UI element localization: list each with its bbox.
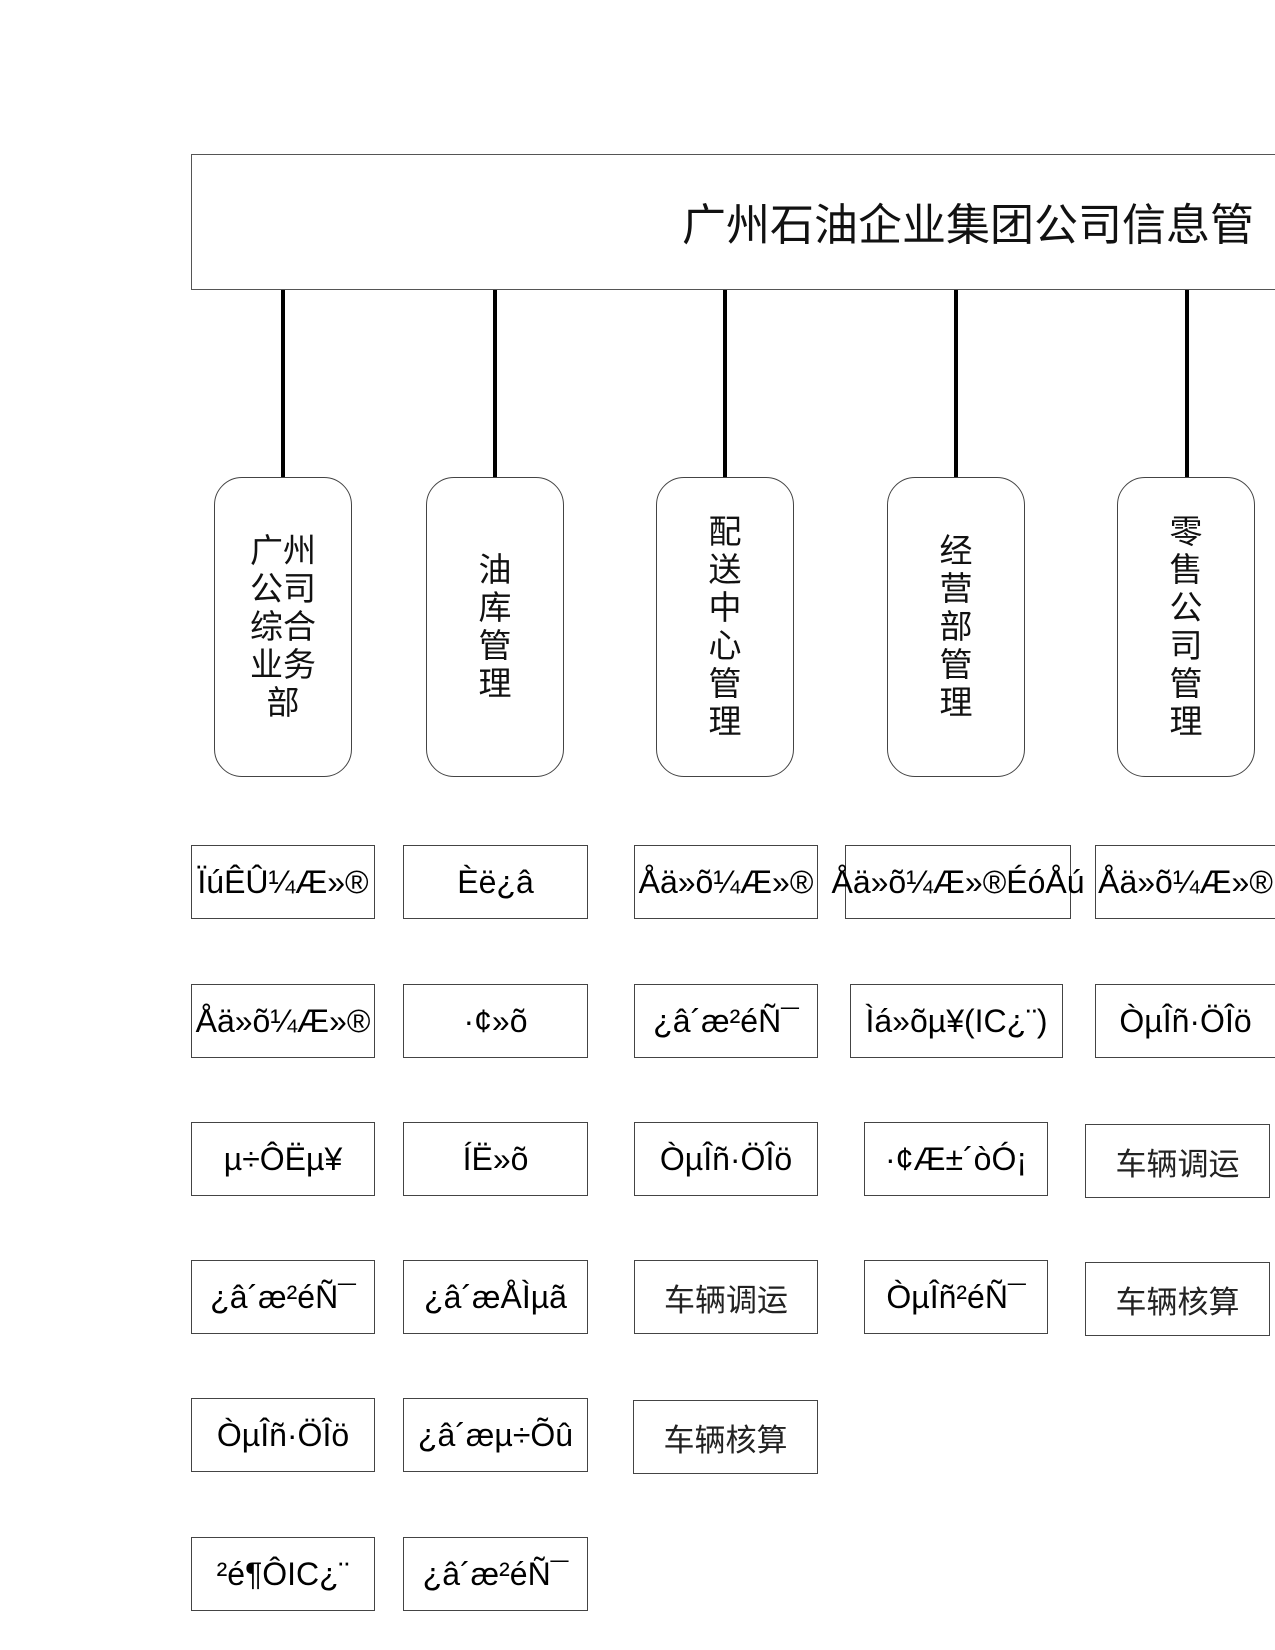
function-node: ²é¶ÔIC¿¨ xyxy=(191,1537,375,1611)
node-label: µ÷ÔËµ¥ xyxy=(223,1140,343,1177)
node-label: ÒµÎñ²éÑ¯ xyxy=(886,1278,1026,1315)
function-node: Èë¿â xyxy=(403,845,588,919)
node-label: Åä»õ¼Æ»® xyxy=(638,863,814,900)
node-label: 车辆核算 xyxy=(663,1422,788,1459)
node-label: ¿â´æ²éÑ¯ xyxy=(210,1278,356,1315)
node-label: Åä»õ¼Æ»®ÉóÅú xyxy=(831,863,1085,900)
function-node: ÍË»õ xyxy=(403,1122,588,1196)
function-node: Åä»õ¼Æ»®ÉóÅú xyxy=(831,845,1085,919)
function-node: ¿â´æ²éÑ¯ xyxy=(634,984,818,1058)
dept-box-general-affairs: 广州公司综合业务部 xyxy=(214,477,352,777)
function-node: ·¢Æ±´òÓ¡ xyxy=(864,1122,1048,1196)
node-label: ¿â´æµ÷Õû xyxy=(417,1416,574,1453)
dept-label: 油库管理 xyxy=(478,550,512,703)
connector-line-1 xyxy=(281,290,285,478)
node-label: 车辆核算 xyxy=(1115,1284,1240,1321)
function-node: 车辆核算 xyxy=(1085,1262,1270,1336)
node-label: ÒµÎñ·ÖÎö xyxy=(659,1140,793,1177)
function-node: ¿â´æ²éÑ¯ xyxy=(191,1260,375,1334)
function-node: µ÷ÔËµ¥ xyxy=(191,1122,375,1196)
connector-line-3 xyxy=(723,290,727,478)
node-label: ·¢»õ xyxy=(463,1002,528,1039)
node-label: ÒµÎñ·ÖÎö xyxy=(1119,1002,1252,1039)
system-title-box: 广州石油企业集团公司信息管 xyxy=(191,154,1275,290)
node-label: ¿â´æ²éÑ¯ xyxy=(653,1002,799,1039)
node-label: ²é¶ÔIC¿¨ xyxy=(216,1555,350,1592)
function-node: ÒµÎñ·ÖÎö xyxy=(634,1122,818,1196)
dept-label: 配送中心管理 xyxy=(708,512,742,741)
node-label: 车辆调运 xyxy=(664,1282,788,1319)
system-title: 广州石油企业集团公司信息管 xyxy=(682,200,1254,251)
dept-box-oil-depot: 油库管理 xyxy=(426,477,564,777)
function-node: 车辆调运 xyxy=(1085,1124,1270,1198)
function-node: ÏúÊÛ¼Æ»® xyxy=(191,845,375,919)
function-node: Åä»õ¼Æ»® xyxy=(1095,845,1275,919)
node-label: 车辆调运 xyxy=(1115,1146,1240,1183)
function-node: ·¢»õ xyxy=(403,984,588,1058)
function-node: ¿â´æµ÷Õû xyxy=(403,1398,588,1472)
node-label: ÍË»õ xyxy=(462,1140,529,1177)
dept-box-distribution-center: 配送中心管理 xyxy=(656,477,794,777)
connector-line-5 xyxy=(1185,290,1189,478)
node-label: ÒµÎñ·ÖÎö xyxy=(216,1416,350,1453)
node-label: Åä»õ¼Æ»® xyxy=(1098,863,1273,900)
function-node: Åä»õ¼Æ»® xyxy=(191,984,375,1058)
dept-box-operations: 经营部管理 xyxy=(887,477,1025,777)
node-label: Èë¿â xyxy=(457,863,534,900)
dept-label: 广州公司综合业务部 xyxy=(250,531,316,722)
node-label: ¿â´æÅÌµã xyxy=(424,1278,567,1315)
function-node: ¿â´æÅÌµã xyxy=(403,1260,588,1334)
function-node: 车辆调运 xyxy=(634,1260,818,1334)
dept-box-retail: 零售公司管理 xyxy=(1117,477,1255,777)
node-label: Ìá»õµ¥(IC¿¨) xyxy=(865,1002,1048,1039)
node-label: ·¢Æ±´òÓ¡ xyxy=(884,1140,1027,1177)
connector-line-4 xyxy=(954,290,958,478)
function-node: 车辆核算 xyxy=(633,1400,818,1474)
node-label: Åä»õ¼Æ»® xyxy=(195,1002,371,1039)
function-node: ÒµÎñ·ÖÎö xyxy=(1095,984,1275,1058)
node-label: ÏúÊÛ¼Æ»® xyxy=(197,863,369,900)
function-node: ¿â´æ²éÑ¯ xyxy=(403,1537,588,1611)
function-node: Ìá»õµ¥(IC¿¨) xyxy=(850,984,1063,1058)
function-node: Åä»õ¼Æ»® xyxy=(634,845,818,919)
function-node: ÒµÎñ·ÖÎö xyxy=(191,1398,375,1472)
dept-label: 经营部管理 xyxy=(939,531,973,722)
dept-label: 零售公司管理 xyxy=(1169,512,1203,741)
node-label: ¿â´æ²éÑ¯ xyxy=(422,1555,569,1592)
connector-line-2 xyxy=(493,290,497,478)
function-node: ÒµÎñ²éÑ¯ xyxy=(864,1260,1048,1334)
